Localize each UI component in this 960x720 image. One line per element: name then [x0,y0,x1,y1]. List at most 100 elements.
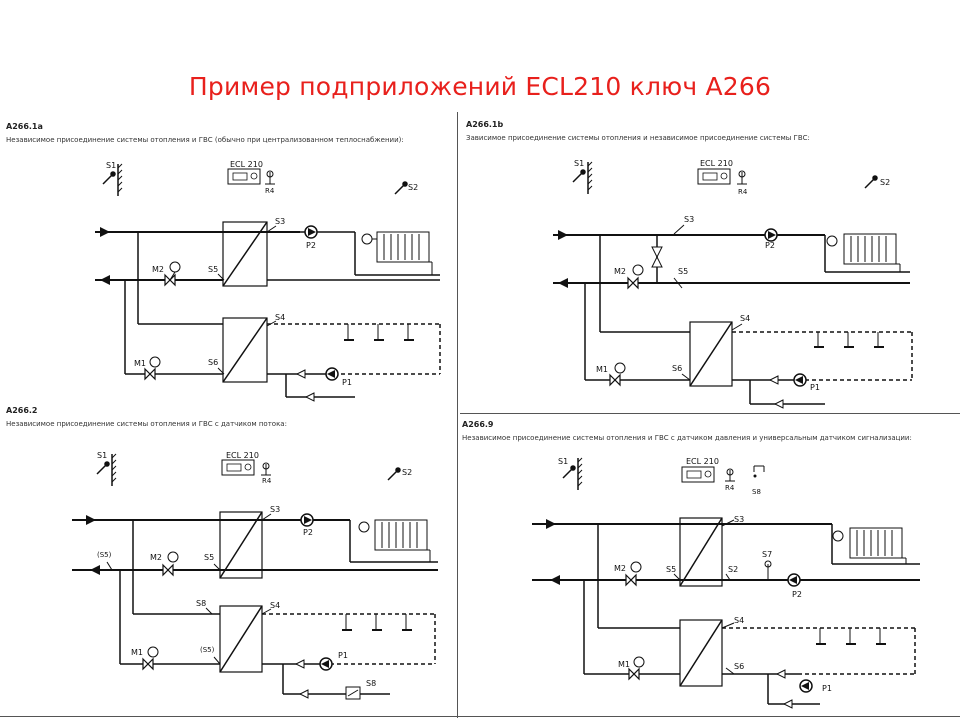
heat-exchanger-heating-icon [222,221,268,287]
label-m2: M2 [614,267,626,276]
heat-exchanger-heating-icon [219,511,263,579]
pump-p2-icon [764,228,778,242]
check-valve-icon [295,369,306,379]
panel-a266-1b: A266.1b Зависимое присоединение системы … [460,112,960,412]
radiator-icon [358,519,428,551]
bypass-arrow-icon [651,246,663,259]
label-r4: R4 [262,477,272,485]
controller-icon [221,459,255,476]
panel-code: A266.9 [462,420,494,429]
label-s3: S3 [684,215,694,224]
check-valve-icon [298,689,309,699]
panel-description: Зависимое присоединение системы отоплени… [466,134,810,142]
label-s3: S3 [270,505,280,514]
flow-arrow-icon [546,519,556,529]
label-m1: M1 [596,365,608,374]
pump-p2-icon [304,225,318,239]
relay-r4-icon [261,462,271,476]
pump-p1-icon [799,679,813,693]
tap-icon [344,324,414,341]
flow-arrow-icon [100,227,110,237]
label-s6: S6 [208,358,218,367]
controller-label: ECL 210 [686,457,719,466]
panel-a266-1a: A266.1a Независимое присоединение систем… [0,112,456,412]
label-s5: S5 [204,553,214,562]
schematic-a266-1a: S1 ECL 210 R4 S2 S3 [95,160,441,402]
valve-m2-icon [625,561,642,587]
check-valve-icon [294,659,305,669]
pressure-sensor-s7-icon [764,560,772,580]
pump-p2-icon [300,513,314,527]
controller-label: ECL 210 [230,160,263,169]
valve-m1-icon [628,656,645,681]
label-s2: S2 [880,178,890,187]
flow-sensor-s8-icon [345,686,361,700]
outdoor-sensor-s1-icon [102,163,123,196]
heat-exchanger-dhw-icon [679,619,723,687]
pump-p1-icon [319,657,333,671]
flow-arrow-icon [86,515,96,525]
label-r4: R4 [265,187,275,195]
room-sensor-s2-icon [387,467,401,481]
label-r4: R4 [738,188,748,196]
label-s1: S1 [574,159,584,168]
horizontal-divider-bottom [0,716,960,717]
panel-description: Независимое присоединение системы отопле… [462,434,912,442]
label-p2: P2 [765,241,775,250]
controller-icon [681,466,715,483]
relay-r4-icon [265,170,275,185]
pump-p1-icon [793,373,807,387]
label-s3: S3 [734,515,744,524]
label-p1: P1 [338,651,348,660]
label-s4: S4 [275,313,285,322]
heat-exchanger-dhw-icon [689,321,733,387]
label-s2: S2 [402,468,412,477]
check-valve-icon [782,699,793,709]
valve-m2-icon [627,264,644,290]
tap-icon [816,628,886,645]
flow-arrow-icon [90,565,100,575]
label-s1: S1 [106,161,116,170]
label-s1: S1 [558,457,568,466]
label-s2: S2 [408,183,418,192]
label-m1: M1 [131,648,143,657]
panel-description: Независимое присоединение системы отопле… [6,420,287,428]
controller-label: ECL 210 [700,159,733,168]
alarm-sensor-s8-icon [753,465,765,478]
flow-arrow-icon [550,575,560,585]
label-s6: S6 [734,662,744,671]
label-s4: S4 [270,601,280,610]
flow-arrow-icon [558,278,568,288]
label-s5-optional: (S5) [97,551,112,559]
relay-r4-icon [737,170,747,185]
flow-arrow-icon [100,275,110,285]
radiator-icon [832,527,903,559]
valve-m1-icon [609,362,626,387]
pump-p1-icon [325,367,339,381]
label-s2: S2 [728,565,738,574]
label-s8: S8 [752,488,761,496]
panel-code: A266.1a [6,122,43,131]
panel-a266-9: A266.9 Независимое присоединение системы… [460,414,960,716]
check-valve-icon [775,669,786,679]
label-s8-flow: S8 [366,679,376,688]
label-s3: S3 [275,217,285,226]
label-s5-optional: (S5) [200,646,215,654]
vertical-divider [457,112,458,718]
label-p1: P1 [822,684,832,693]
panel-a266-2: A266.2 Независимое присоединение системы… [0,402,456,716]
heat-exchanger-dhw-icon [222,317,268,383]
panel-description: Независимое присоединение системы отопле… [6,136,404,144]
room-sensor-s2-icon [394,181,408,195]
room-sensor-s2-icon [864,175,878,189]
controller-label: ECL 210 [226,451,259,460]
outdoor-sensor-s1-icon [562,457,583,490]
radiator-icon [826,233,897,265]
valve-m2-icon [162,551,179,577]
outdoor-sensor-s1-icon [96,453,117,486]
label-p2: P2 [306,241,316,250]
radiator-icon [361,231,430,263]
schematic-a266-9: S1 ECL 210 R4 S8 S3 S5 S2 [532,457,920,709]
relay-r4-icon [725,468,735,482]
check-valve-icon [304,392,315,402]
